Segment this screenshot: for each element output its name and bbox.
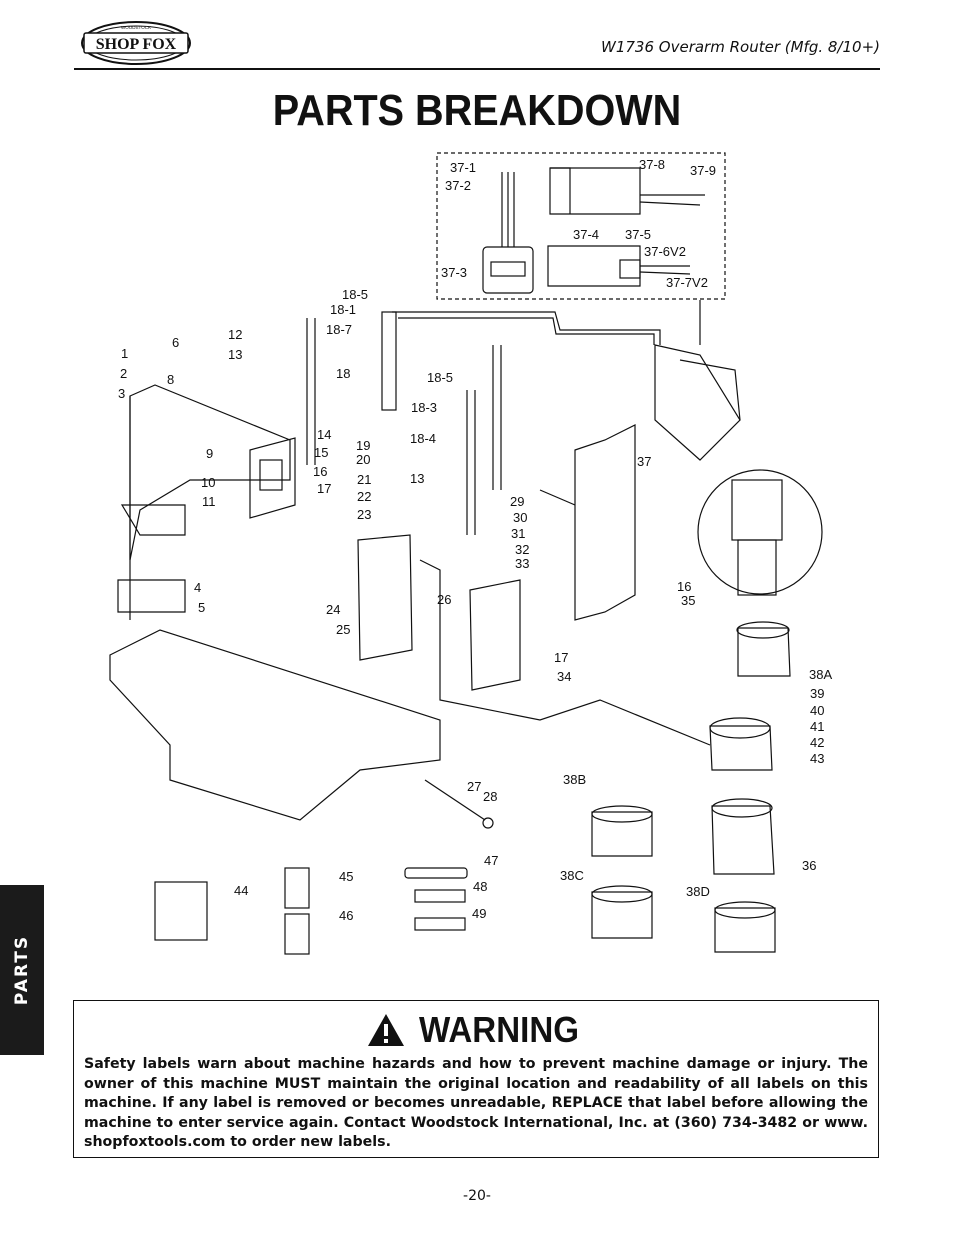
warning-box: WARNING Safety labels warn about machine… <box>73 1000 879 1158</box>
side-tab-label: PARTS <box>12 934 32 1006</box>
callout-1: 1 <box>121 346 128 361</box>
callout-46: 46 <box>339 908 353 923</box>
callout-31: 31 <box>511 526 525 541</box>
side-tab: PARTS <box>0 885 44 1055</box>
callout-26: 26 <box>437 592 451 607</box>
callout-16: 16 <box>313 464 327 479</box>
callout-44: 44 <box>234 883 248 898</box>
callout-35: 35 <box>681 593 695 608</box>
callout-18-5: 18-5 <box>342 287 368 302</box>
callout-9: 9 <box>206 446 213 461</box>
callout-39: 39 <box>810 686 824 701</box>
callout-38B: 38B <box>563 772 586 787</box>
callout-19: 19 <box>356 438 370 453</box>
callout-41: 41 <box>810 719 824 734</box>
callout-37-4: 37-4 <box>573 227 599 242</box>
callout-23: 23 <box>357 507 371 522</box>
callout-34: 34 <box>557 669 571 684</box>
callout-25: 25 <box>336 622 350 637</box>
callout-49: 49 <box>472 906 486 921</box>
warning-text: Safety labels warn about machine hazards… <box>84 1056 868 1150</box>
callout-37-3: 37-3 <box>441 265 467 280</box>
callout-12: 12 <box>228 327 242 342</box>
callout-37-9: 37-9 <box>690 163 716 178</box>
callout-8: 8 <box>167 372 174 387</box>
callout-43: 43 <box>810 751 824 766</box>
header-rule <box>74 68 880 70</box>
callout-48: 48 <box>473 879 487 894</box>
callout-18-1: 18-1 <box>330 302 356 317</box>
logo-text: SHOP FOX <box>96 36 177 53</box>
callout-5: 5 <box>198 600 205 615</box>
callout-3: 3 <box>118 386 125 401</box>
callout-38D: 38D <box>686 884 710 899</box>
callout-40: 40 <box>810 703 824 718</box>
callout-42: 42 <box>810 735 824 750</box>
callout-37-5: 37-5 <box>625 227 651 242</box>
warning-heading: WARNING <box>74 1009 878 1053</box>
callout-6: 6 <box>172 335 179 350</box>
warning-icon <box>368 1014 405 1046</box>
callout-38C: 38C <box>560 868 584 883</box>
callout-32: 32 <box>515 542 529 557</box>
callout-14: 14 <box>317 427 331 442</box>
header-title: W1736 Overarm Router (Mfg. 8/10+) <box>601 38 880 56</box>
callout-24: 24 <box>326 602 340 617</box>
callout-16-repeat: 16 <box>677 579 691 594</box>
shop-fox-logo: SHOP FOX WOODSTOCK <box>80 20 192 66</box>
callout-37-7V2: 37-7V2 <box>666 275 708 290</box>
callout-33: 33 <box>515 556 529 571</box>
callout-45: 45 <box>339 869 353 884</box>
page-number: -20- <box>463 1188 491 1204</box>
callout-13: 13 <box>228 347 242 362</box>
callout-37-8: 37-8 <box>639 157 665 172</box>
callout-17: 17 <box>317 481 331 496</box>
callout-20: 20 <box>356 452 370 467</box>
callout-21: 21 <box>357 472 371 487</box>
callout-37-2: 37-2 <box>445 178 471 193</box>
callout-22: 22 <box>357 489 371 504</box>
logo-ring-text: WOODSTOCK <box>121 25 151 30</box>
callout-4: 4 <box>194 580 201 595</box>
callout-18-5-repeat: 18-5 <box>427 370 453 385</box>
callout-15: 15 <box>314 445 328 460</box>
callout-13-repeat: 13 <box>410 471 424 486</box>
callout-18-4: 18-4 <box>410 431 436 446</box>
callout-2: 2 <box>120 366 127 381</box>
callout-37: 37 <box>637 454 651 469</box>
callout-10: 10 <box>201 475 215 490</box>
callout-17-repeat: 17 <box>554 650 568 665</box>
callout-30: 30 <box>513 510 527 525</box>
callout-18-3: 18-3 <box>411 400 437 415</box>
callout-38A: 38A <box>809 667 832 682</box>
callout-47: 47 <box>484 853 498 868</box>
callout-29: 29 <box>510 494 524 509</box>
callout-36: 36 <box>802 858 816 873</box>
callout-37-1: 37-1 <box>450 160 476 175</box>
callout-27: 27 <box>467 779 481 794</box>
callout-18-7: 18-7 <box>326 322 352 337</box>
callout-18: 18 <box>336 366 350 381</box>
page-title: PARTS BREAKDOWN <box>272 86 682 135</box>
callout-28: 28 <box>483 789 497 804</box>
warning-word: WARNING <box>418 1009 579 1050</box>
callout-37-6V2: 37-6V2 <box>644 244 686 259</box>
callout-11: 11 <box>202 494 216 509</box>
